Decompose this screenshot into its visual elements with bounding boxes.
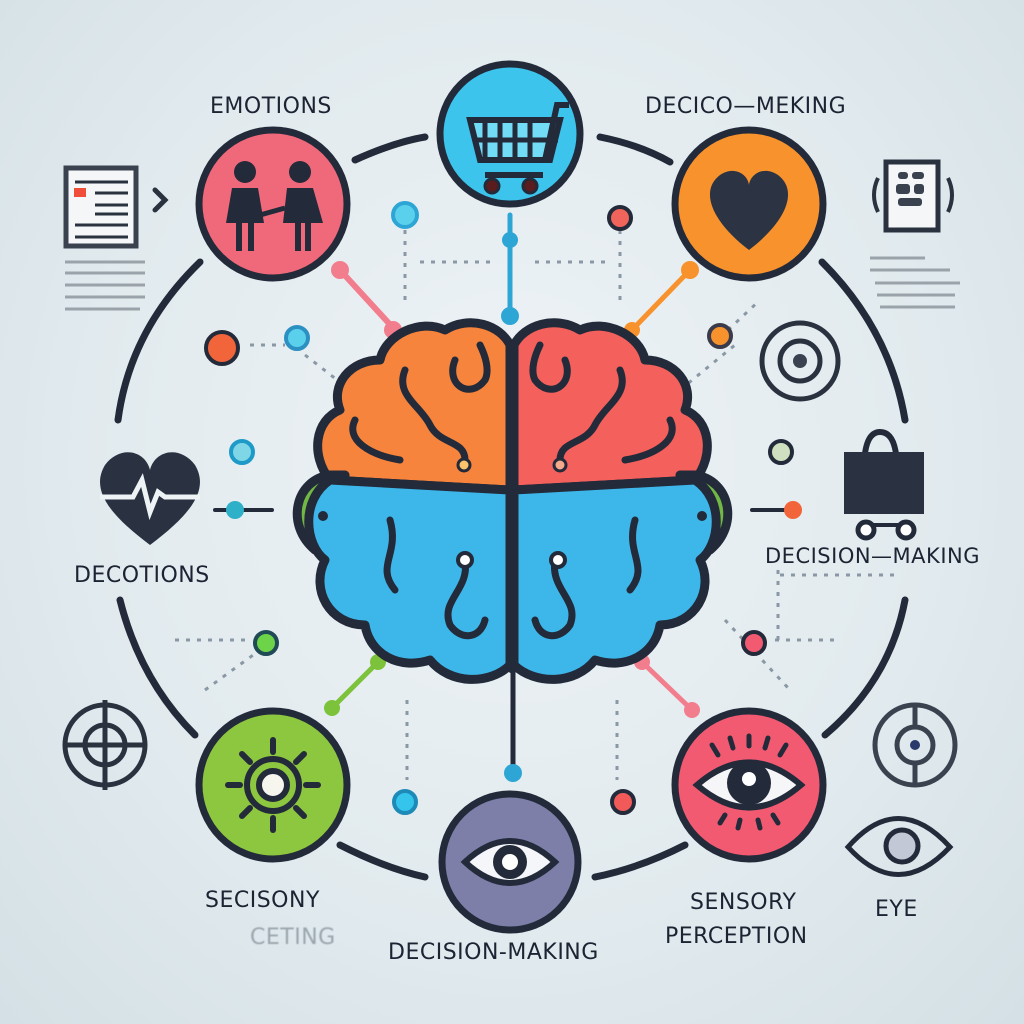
tablet-icon (870, 159, 960, 309)
decision-node[interactable] (438, 790, 582, 934)
label-decotions: DECOTIONS (74, 563, 210, 588)
brain-icon (292, 318, 733, 684)
label-ceting: CETING (250, 925, 336, 950)
label-sensory: SENSORY (690, 890, 797, 915)
perception-node[interactable] (671, 707, 827, 863)
heart-icon (709, 170, 789, 250)
ring-dots (204, 201, 794, 815)
emotions-node[interactable] (195, 126, 351, 282)
label-decision-making-right: DECISION—MAKING (765, 544, 980, 568)
eye-icon (460, 838, 560, 886)
eye-lashes-icon (692, 733, 806, 831)
label-perception: PERCEPTION (665, 924, 808, 949)
document-icon (63, 165, 169, 311)
label-decision-making-bottom: DECISION-MAKING (388, 940, 599, 965)
love-node[interactable] (671, 126, 827, 282)
label-decico-meking: DECICO—MEKING (645, 94, 847, 119)
label-eye: EYE (875, 897, 918, 922)
shopping-node[interactable] (436, 60, 584, 208)
sun-gear-icon (225, 737, 321, 833)
eye-target-icon (872, 702, 958, 788)
shopping-cart-icon (466, 102, 569, 195)
shopping-bag-icon (844, 428, 924, 541)
sensory-node[interactable] (195, 707, 351, 863)
couple-icon (226, 161, 323, 251)
crosshair-icon (62, 700, 148, 790)
heartbeat-icon (100, 452, 200, 545)
eye-outline-icon (844, 816, 954, 877)
target-icon (759, 320, 841, 402)
label-secisony: SECISONY (205, 888, 320, 913)
outer-ring (114, 133, 909, 881)
label-emotions: EMOTIONS (210, 94, 332, 119)
